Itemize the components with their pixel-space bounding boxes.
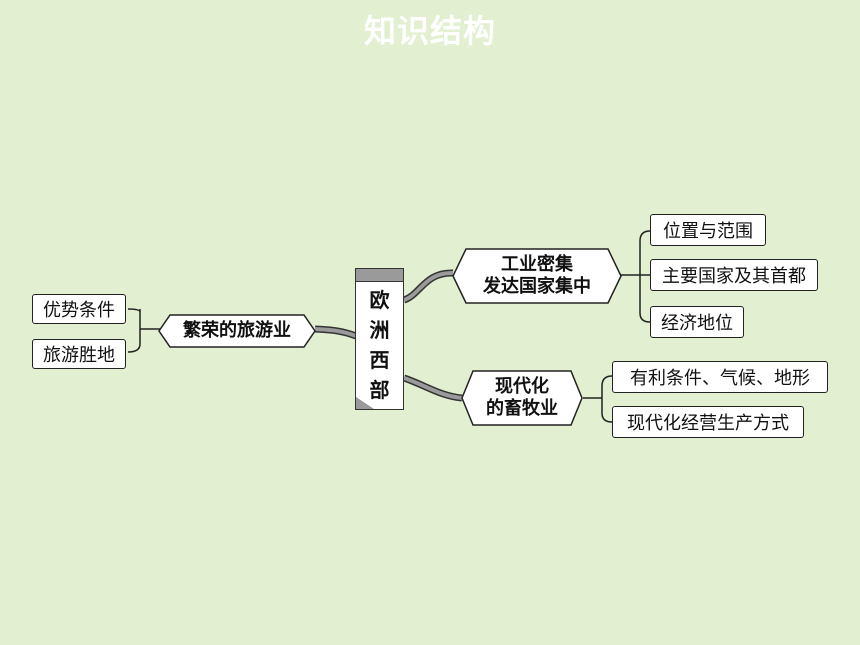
topic-livestock-line2: 的畜牧业	[486, 398, 558, 419]
topic-industry: 工业密集 发达国家集中	[452, 248, 622, 304]
topic-livestock: 现代化 的畜牧业	[461, 370, 583, 426]
root-scroll: 欧 洲 西 部	[355, 268, 404, 410]
scroll-cap	[356, 269, 403, 282]
scroll-fold	[356, 397, 374, 409]
connector-root-rbot-fill	[403, 376, 463, 400]
root-char: 西	[369, 348, 390, 372]
item-countries: 主要国家及其首都	[650, 259, 818, 291]
bracket-right-top	[621, 230, 651, 323]
connector-root-rtop-fill	[403, 270, 454, 302]
topic-tourism: 繁荣的旅游业	[158, 314, 316, 348]
root-char: 部	[369, 378, 390, 402]
connector-root-left-fill	[314, 327, 357, 338]
item-modern-operation: 现代化经营生产方式	[612, 406, 804, 438]
item-tourist-site: 旅游胜地	[32, 339, 126, 369]
item-advantage: 优势条件	[32, 294, 126, 324]
root-char: 洲	[369, 318, 390, 342]
topic-tourism-label: 繁荣的旅游业	[183, 320, 291, 341]
page-title: 知识结构	[363, 12, 496, 50]
item-location: 位置与范围	[650, 214, 766, 246]
bracket-right-bottom	[583, 375, 613, 423]
item-conditions: 有利条件、气候、地形	[612, 361, 828, 393]
topic-industry-line1: 工业密集	[501, 254, 573, 275]
topic-livestock-line1: 现代化	[495, 376, 549, 397]
bracket-left	[127, 308, 160, 353]
topic-industry-line2: 发达国家集中	[483, 276, 591, 297]
root-char: 欧	[369, 288, 390, 312]
item-economic-status: 经济地位	[650, 306, 744, 338]
